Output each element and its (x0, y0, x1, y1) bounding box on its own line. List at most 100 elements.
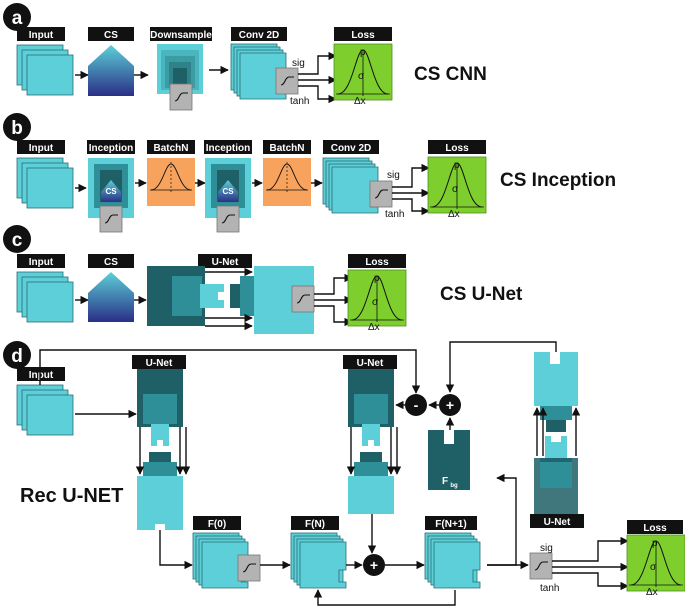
fn-label-box (291, 516, 339, 530)
batchn-block-1 (147, 158, 195, 206)
plus-symbol: + (446, 397, 454, 413)
loss-p: p (360, 47, 366, 58)
arrow (314, 273, 353, 295)
loss-p: p (454, 160, 460, 171)
arrow (298, 51, 337, 75)
panel-c-letter: c (12, 230, 23, 251)
panel-d: d Input U-Net Rec U-NET F(0) F(N) (3, 341, 685, 606)
conv2d-head (275, 67, 299, 95)
fn1-label: F(N+1) (435, 519, 466, 530)
sig-label: sig (540, 543, 553, 554)
arrow (487, 473, 517, 566)
unet-label: U-Net (146, 358, 173, 369)
loss-sigma: σ (452, 184, 459, 195)
minus-symbol: - (414, 397, 419, 413)
input-label: Input (29, 257, 54, 268)
arrow (314, 305, 353, 327)
batchn-label-box (263, 140, 311, 154)
unet-label-box (198, 254, 252, 268)
loss-p: p (374, 273, 380, 284)
conv2d-head (369, 180, 393, 208)
unet-vertical-block-3 (534, 352, 578, 514)
tanh-label: tanh (540, 583, 559, 594)
panel-d-badge (3, 341, 31, 369)
fn-stack (290, 532, 347, 589)
batchn-label: BatchN (153, 143, 188, 154)
batchn-block-2 (263, 158, 311, 206)
input-label: Input (29, 30, 54, 41)
unet-head (291, 285, 315, 313)
fn1-label-box (425, 516, 477, 530)
inception-head-2 (216, 205, 240, 233)
arrow (298, 85, 337, 104)
sig-label: sig (292, 58, 305, 69)
unet-label: U-Net (357, 358, 384, 369)
unet-horizontal-block (147, 266, 314, 334)
arrow (159, 530, 193, 570)
batchn-label-box (147, 140, 195, 154)
downsample-head (169, 83, 193, 111)
batchn-label: BatchN (269, 143, 304, 154)
fn1-stack (424, 532, 481, 589)
input-stack (16, 271, 74, 323)
fn-label: F(N) (305, 519, 325, 530)
input-label: Input (29, 143, 54, 154)
conv2d-label: Conv 2D (331, 143, 372, 154)
loss-label-box (334, 27, 392, 41)
cs-block (88, 272, 134, 322)
downsample-block (157, 44, 203, 94)
loss-dx: Δx (448, 209, 460, 220)
loss-label: Loss (365, 257, 389, 268)
cs-label-box (88, 27, 134, 41)
minus-node (405, 394, 427, 416)
downsample-label-box (150, 27, 212, 41)
plus-symbol: + (370, 557, 378, 573)
inception-head-1 (99, 205, 123, 233)
arrow-feedback (313, 589, 456, 606)
downsample-label: Downsample (150, 30, 212, 41)
conv2d-label-box (323, 140, 379, 154)
plus-node-2 (439, 394, 461, 416)
panel-c: c Input CS U-Net Loss p σ Δx (3, 225, 523, 334)
panel-b-badge (3, 113, 31, 141)
inception-block-2: CS (205, 158, 251, 218)
unet-label-box (132, 355, 186, 369)
title-rec-unet: Rec U-NET (20, 485, 123, 507)
arrow (552, 572, 629, 591)
title-cs-cnn: CS CNN (414, 64, 487, 85)
arrow (445, 341, 557, 393)
loss-p: p (652, 538, 658, 549)
loss-label-box (428, 140, 486, 154)
unet-vertical-block-2 (348, 369, 394, 514)
inception-block-1: CS (88, 158, 134, 218)
inception-cs-label: CS (222, 187, 234, 196)
f0-label: F(0) (208, 519, 226, 530)
arrow (552, 536, 629, 562)
tanh-label: tanh (385, 209, 404, 220)
fbg-sub: bg (450, 483, 458, 489)
loss-label-box (348, 254, 406, 268)
unet-label-box (343, 355, 397, 369)
panel-b: b Input Inception CS BatchN Inception (3, 113, 616, 233)
input-label-box (17, 254, 65, 268)
fbg-label: F (442, 476, 448, 487)
unet-label: U-Net (544, 517, 571, 528)
unet-vertical-block-1 (137, 369, 183, 530)
cs-label: CS (104, 257, 118, 268)
cs-label-box (88, 254, 134, 268)
arrow (392, 163, 430, 188)
loss-dx: Δx (354, 96, 366, 107)
loss-label-box (627, 520, 683, 534)
title-cs-inception: CS Inception (500, 170, 616, 191)
loss-label: Loss (445, 143, 469, 154)
loss-sigma: σ (372, 297, 379, 308)
inception-label-box (204, 140, 252, 154)
cs-block (88, 45, 134, 96)
cs-label: CS (104, 30, 118, 41)
f0-label-box (193, 516, 241, 530)
input-label: Input (29, 370, 54, 381)
panel-d-letter: d (11, 346, 23, 367)
input-label-box (17, 367, 65, 381)
unet-label: U-Net (212, 257, 239, 268)
